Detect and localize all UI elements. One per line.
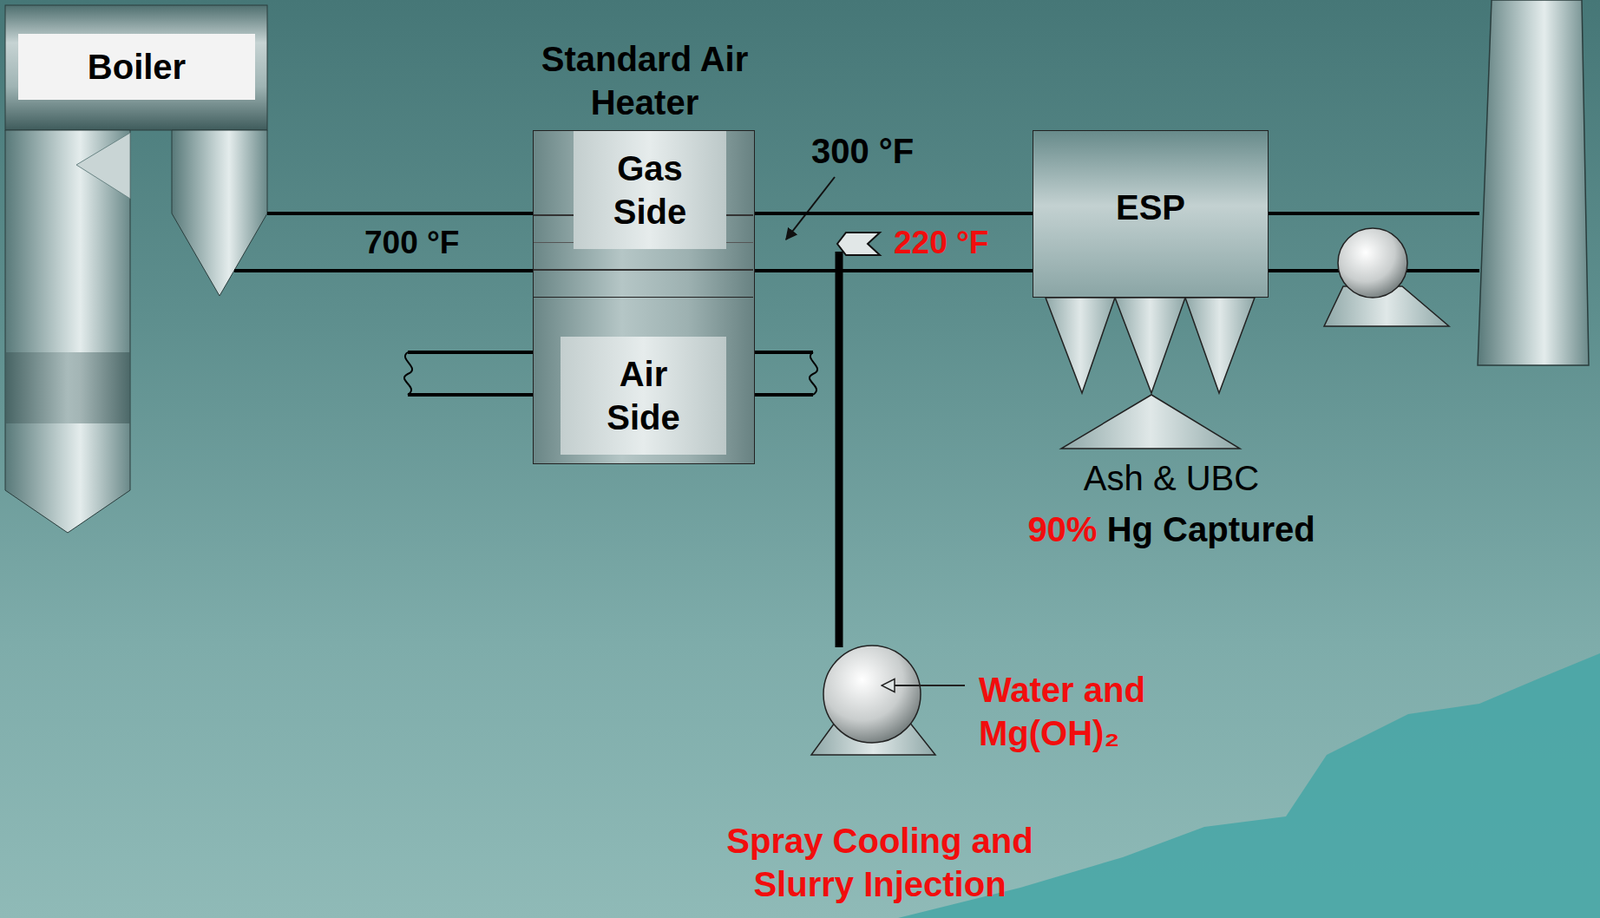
duct-wall — [267, 211, 534, 216]
boiler: Boiler — [5, 5, 268, 296]
esp-hopper — [1045, 297, 1115, 394]
duct-wall — [753, 211, 1033, 216]
boiler-nose — [76, 132, 131, 199]
feed-label: Water and Mg(OH)₂ — [978, 670, 1146, 753]
feed-arrow — [881, 684, 965, 687]
duct-break — [404, 352, 413, 395]
air-heater: Standard Air HeaterGas SideAir Side — [532, 130, 755, 465]
stack — [1477, 0, 1589, 366]
duct-wall — [753, 268, 1033, 273]
temperature-label: 220 °F — [893, 224, 989, 261]
spray-nozzle — [837, 232, 880, 256]
temperature-label: 700 °F — [364, 224, 460, 261]
flue-gas-duct — [753, 213, 1033, 271]
node-label: Standard Air Heater — [505, 37, 784, 125]
esp: ESP — [1032, 130, 1269, 298]
esp-hopper — [1114, 297, 1186, 394]
label-holder: Water and Mg(OH)₂ — [978, 668, 1205, 755]
node-label: Boiler — [18, 33, 256, 100]
output-label: Ash & UBC — [1083, 459, 1260, 498]
label-holder: Ash & UBC — [997, 458, 1345, 499]
id-fan — [1337, 228, 1408, 298]
duct-break — [809, 352, 818, 395]
leader-arrow — [786, 177, 835, 240]
node-label: Gas Side — [573, 131, 727, 250]
label-holder: 300 °F — [811, 131, 968, 171]
label-holder: 90% Hg Captured — [954, 509, 1389, 550]
boiler-band — [5, 352, 131, 424]
slurry-pipe — [835, 251, 844, 648]
duct-wall — [234, 268, 534, 273]
capture-percent: 90% — [1027, 510, 1097, 549]
boiler-left-column — [5, 130, 131, 533]
label-holder: 700 °F — [364, 226, 521, 259]
node-label: ESP — [1033, 186, 1268, 229]
process-caption: Spray Cooling and Slurry Injection — [726, 821, 1033, 904]
slurry-pump — [823, 645, 921, 743]
gas-side: Gas Side — [533, 131, 754, 298]
esp-hopper — [1185, 297, 1255, 394]
ash-pile — [1061, 394, 1240, 449]
node-label: Air Side — [560, 336, 727, 455]
air-side: Air Side — [533, 297, 754, 463]
boiler-header — [5, 5, 268, 131]
capture-label: Hg Captured — [1107, 510, 1316, 549]
flue-gas-duct — [234, 213, 534, 271]
label-holder: Spray Cooling and Slurry Injection — [680, 819, 1080, 906]
label-holder: 220 °F — [893, 226, 1031, 259]
temperature-label: 300 °F — [811, 131, 914, 171]
